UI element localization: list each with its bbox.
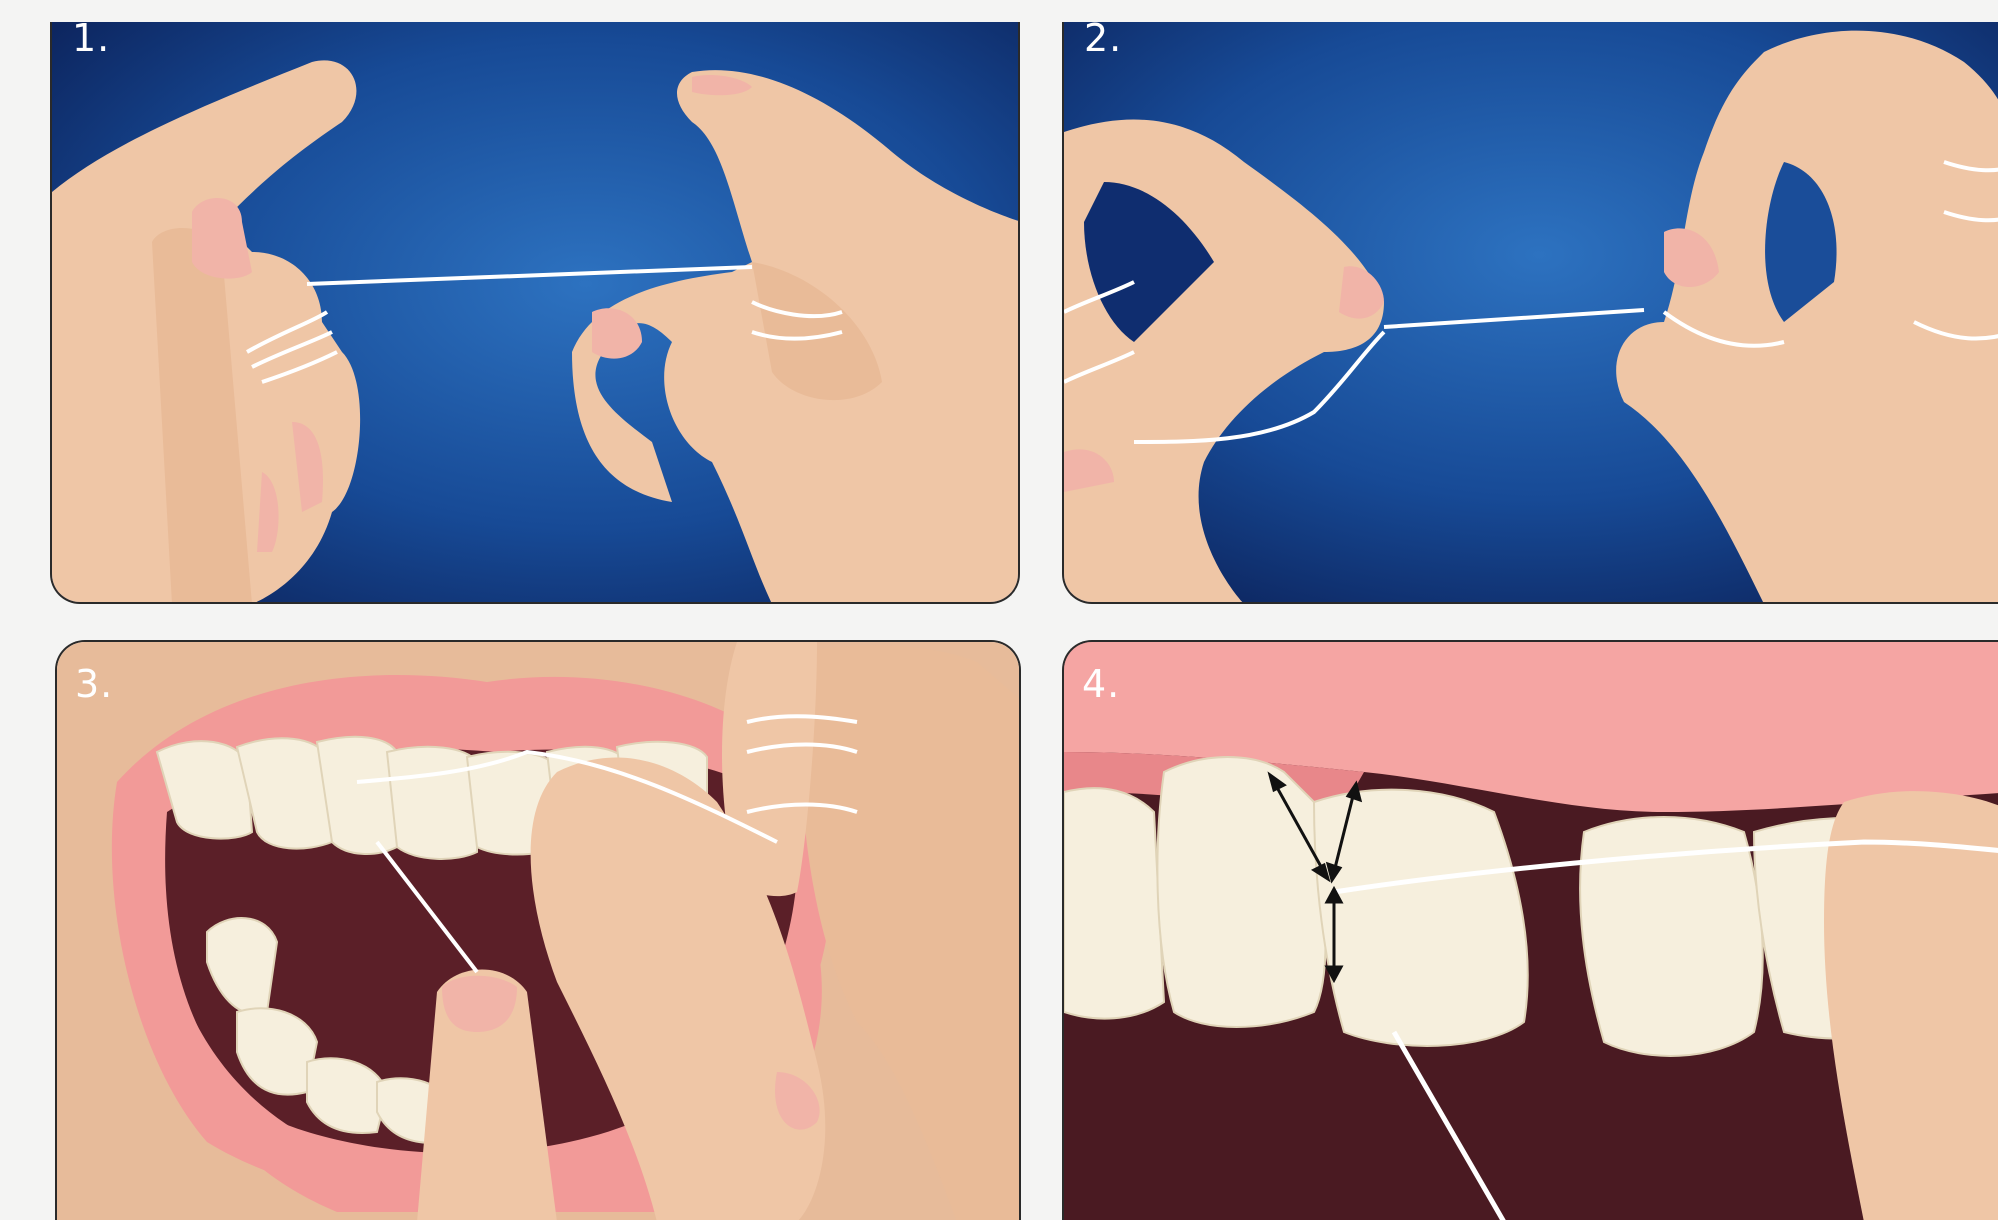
step-2-illustration bbox=[1064, 22, 1998, 604]
step-4-illustration bbox=[1064, 642, 1998, 1220]
step-1-illustration bbox=[52, 22, 1020, 604]
step-3-illustration bbox=[57, 642, 1021, 1220]
step-4-panel: 4. bbox=[1062, 640, 1998, 1220]
step-2-panel: 2. bbox=[1062, 22, 1998, 604]
step-number: 4. bbox=[1082, 662, 1120, 706]
step-number: 2. bbox=[1084, 22, 1122, 60]
step-1-panel: 1. bbox=[50, 22, 1020, 604]
step-number: 1. bbox=[72, 22, 110, 60]
step-number: 3. bbox=[75, 662, 113, 706]
step-3-panel: 3. bbox=[55, 640, 1021, 1220]
